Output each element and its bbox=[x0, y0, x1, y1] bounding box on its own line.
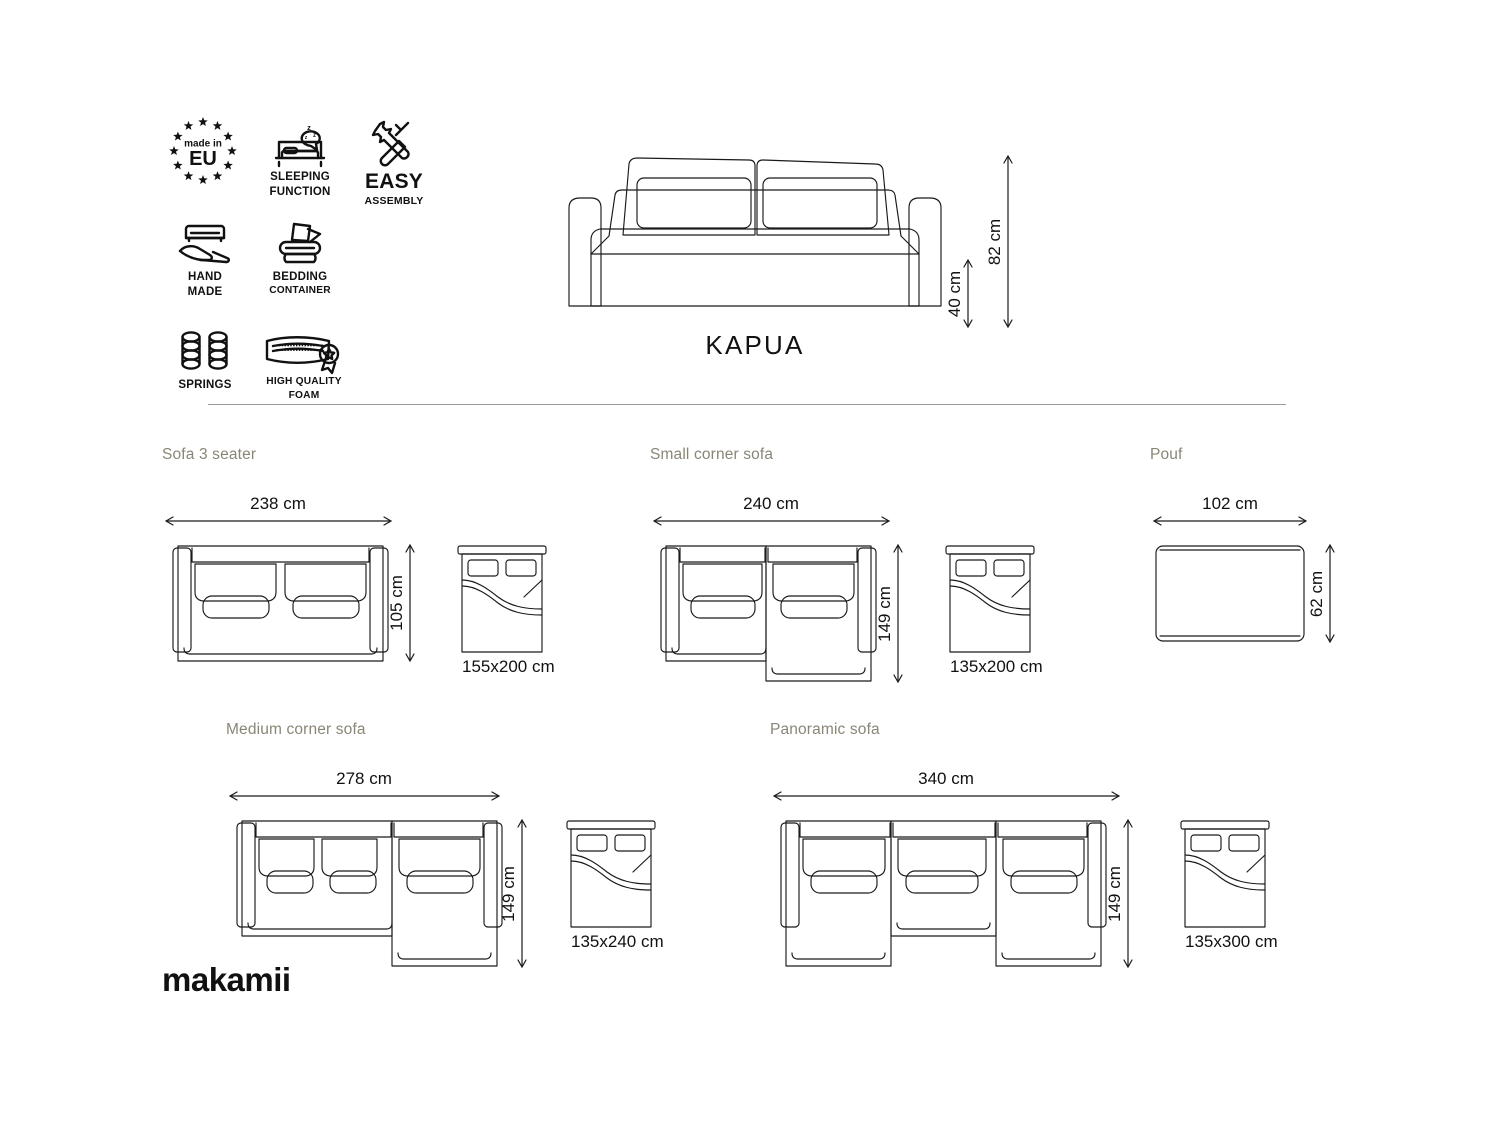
bed-plan-icon bbox=[1180, 820, 1270, 928]
variant-title: Medium corner sofa bbox=[226, 721, 366, 738]
bed-plan-icon bbox=[566, 820, 656, 928]
bedding-stack-icon bbox=[278, 222, 322, 264]
badge-sleeping-function: z z z SLEEPING FUNCTION bbox=[252, 118, 348, 198]
tools-icon bbox=[371, 120, 410, 167]
pouf-plan: 102 cm 62 cm bbox=[1152, 494, 1335, 644]
eu-stars-icon: made in EU bbox=[169, 117, 237, 185]
hero-dimensions: 82 cm 40 cm bbox=[945, 154, 1013, 329]
badge-hand-made: HAND MADE bbox=[162, 220, 248, 298]
badge-springs: SPRINGS bbox=[162, 328, 248, 391]
hand-sofa-icon bbox=[178, 224, 230, 264]
section-divider bbox=[208, 404, 1286, 405]
variant-panoramic-sofa: Panoramic sofa 340 cm bbox=[770, 721, 1290, 989]
sleeping-sofa-icon: z z z bbox=[274, 123, 326, 168]
brand-logo: makamii bbox=[162, 961, 291, 998]
hero-sofa-illustration bbox=[568, 157, 942, 307]
variant-title: Panoramic sofa bbox=[770, 721, 880, 738]
badge-bedding-label-1: BEDDING bbox=[272, 271, 328, 283]
badge-high-quality-foam: HIGH QUALITY FOAM bbox=[252, 328, 356, 402]
product-title: KAPUA bbox=[705, 330, 805, 360]
variant-width-label: 240 cm bbox=[743, 494, 799, 513]
panoramic-sofa-plan: 340 cm bbox=[772, 769, 1278, 969]
variant-small-corner-sofa: Small corner sofa 240 cm bbox=[650, 446, 1050, 704]
badge-hand-label-1: HAND bbox=[187, 271, 223, 283]
variant-depth-label: 149 cm bbox=[1105, 866, 1124, 922]
variant-bed-label: 135x200 cm bbox=[950, 657, 1043, 676]
foam-award-icon bbox=[265, 336, 340, 375]
variant-sofa-3-seater: Sofa 3 seater 238 cm bbox=[162, 446, 555, 676]
feature-badge-group: made in EU z z z SLEEPING bbox=[160, 112, 430, 401]
badge-easy-assembly: EASY ASSEMBLY bbox=[352, 118, 436, 207]
variant-bed-label: 155x200 cm bbox=[462, 657, 555, 676]
variant-width-label: 340 cm bbox=[918, 769, 974, 788]
variant-depth-label: 105 cm bbox=[387, 575, 406, 631]
coil-springs-icon bbox=[181, 331, 228, 370]
svg-text:z: z bbox=[313, 133, 316, 139]
badge-foam-label-2: FOAM bbox=[288, 389, 320, 401]
sofa-3-seater-plan: 238 cm bbox=[164, 494, 555, 676]
medium-corner-sofa-plan: 278 cm bbox=[228, 769, 664, 969]
variant-bed-label: 135x240 cm bbox=[571, 932, 664, 951]
badge-sleeping-label-2: FUNCTION bbox=[269, 186, 331, 199]
variant-depth-label: 149 cm bbox=[875, 586, 894, 642]
badge-easy-label-2: ASSEMBLY bbox=[364, 195, 424, 208]
variant-width-label: 278 cm bbox=[336, 769, 392, 788]
variant-width-label: 102 cm bbox=[1202, 494, 1258, 513]
eu-made-in-text: made in bbox=[184, 139, 222, 150]
variant-depth-label: 149 cm bbox=[499, 866, 518, 922]
bed-plan-icon bbox=[945, 545, 1035, 653]
variant-title: Pouf bbox=[1150, 446, 1183, 463]
svg-text:z: z bbox=[307, 123, 311, 132]
svg-text:z: z bbox=[305, 135, 308, 141]
variant-width-label: 238 cm bbox=[250, 494, 306, 513]
hero-seat-height-label: 40 cm bbox=[945, 271, 964, 317]
variant-bed-label: 135x300 cm bbox=[1185, 932, 1278, 951]
badge-sleeping-label-1: SLEEPING bbox=[270, 171, 330, 183]
badge-bedding-label-2: CONTAINER bbox=[269, 285, 331, 297]
badge-springs-label-1: SPRINGS bbox=[178, 379, 232, 391]
badge-made-in-eu: made in EU bbox=[160, 112, 246, 190]
badge-hand-label-2: MADE bbox=[187, 286, 223, 299]
badge-easy-label-1: EASY bbox=[365, 170, 423, 193]
badge-foam-label-1: HIGH QUALITY bbox=[266, 376, 342, 387]
variant-depth-label: 62 cm bbox=[1307, 571, 1326, 617]
variant-title: Small corner sofa bbox=[650, 446, 774, 463]
badge-bedding-container: BEDDING CONTAINER bbox=[252, 220, 348, 297]
variant-medium-corner-sofa: Medium corner sofa 278 cm bbox=[226, 721, 666, 989]
variant-title: Sofa 3 seater bbox=[162, 446, 257, 463]
brand-logo-text: makamii bbox=[162, 961, 291, 998]
small-corner-sofa-plan: 240 cm bbox=[652, 494, 1043, 684]
variant-pouf: Pouf 102 cm 62 cm bbox=[1150, 446, 1370, 644]
bed-plan-icon bbox=[457, 545, 547, 653]
eu-abbrev-text: EU bbox=[189, 148, 217, 170]
hero-total-height-label: 82 cm bbox=[985, 219, 1004, 265]
